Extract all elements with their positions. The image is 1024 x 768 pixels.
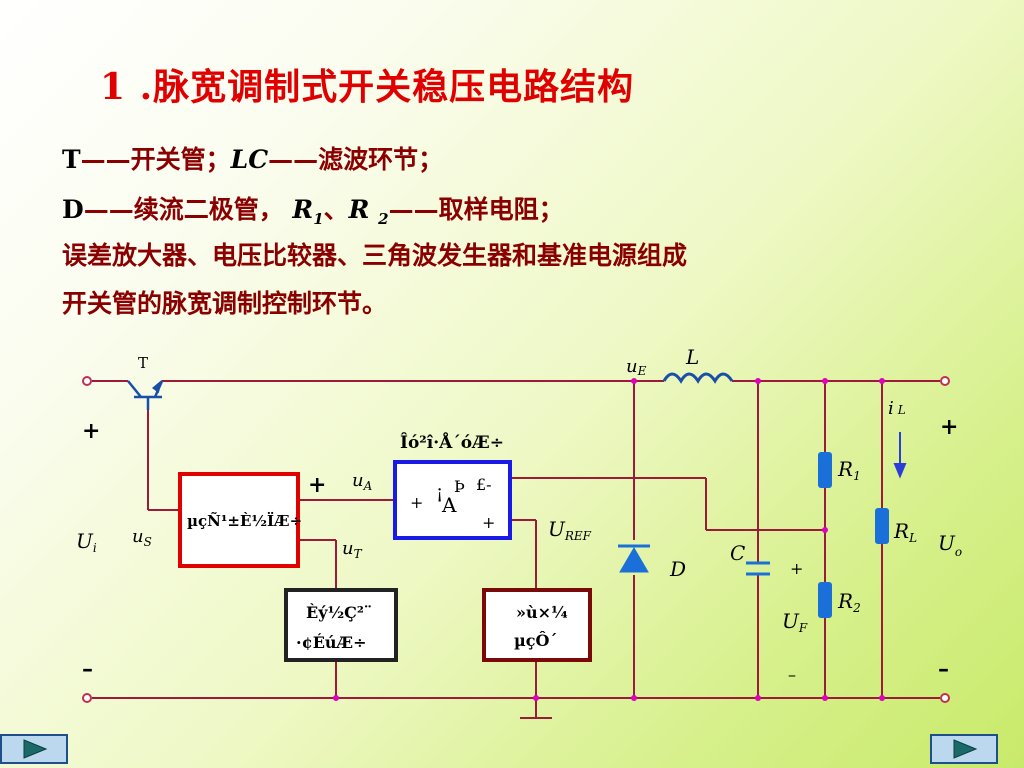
page-title: 1 .脉宽调制式开关稳压电路结构 xyxy=(100,66,635,108)
terminals xyxy=(82,376,950,703)
r-separator: 、 xyxy=(323,195,349,224)
ea-inner-mark-1: ¡ xyxy=(436,482,443,503)
label-minus-left: – xyxy=(82,656,93,682)
resistor-r2-icon xyxy=(818,582,832,618)
terminal-in-top xyxy=(82,376,92,386)
r-description: ——取样电阻； xyxy=(388,195,564,224)
ea-inner-mark-3: A xyxy=(441,493,457,517)
triangle-wave-generator-block xyxy=(284,588,398,662)
transistor-icon xyxy=(127,379,164,410)
junction-dots xyxy=(333,378,885,701)
label-ut: uT xyxy=(342,538,363,561)
desc-line-4: 开关管的脉宽调制控制环节。 xyxy=(62,289,388,318)
ea-plus-output: + xyxy=(482,513,495,532)
error-amplifier-title: Îó²î·Å´óÆ÷ xyxy=(400,431,504,453)
prev-slide-button[interactable] xyxy=(0,734,68,764)
triangle-left-icon xyxy=(23,739,48,759)
lc-description: ——滤波环节； xyxy=(268,145,444,174)
label-rl: RL xyxy=(893,519,917,545)
ea-minus-input: £- xyxy=(476,475,492,494)
triangle-wave-line1: Èý½Ç²¨ xyxy=(306,602,372,622)
triangle-right-icon xyxy=(953,739,978,759)
r2-symbol: R 2 xyxy=(348,195,389,228)
label-ua: uA xyxy=(352,470,373,493)
desc-line-1: T——开关管；LC——滤波环节； xyxy=(62,140,443,176)
label-plus-comparator: + xyxy=(308,472,326,498)
label-t: T xyxy=(138,354,148,372)
next-slide-button[interactable] xyxy=(930,734,998,764)
terminal-out-top xyxy=(940,376,950,386)
label-minus-right: – xyxy=(938,656,949,682)
terminal-in-bottom xyxy=(82,693,92,703)
label-plus-right: + xyxy=(940,414,958,440)
voltage-comparator-block xyxy=(178,472,300,568)
voltage-comparator-label: µçÑ¹±È½ÏÆ÷ xyxy=(187,511,302,530)
d-symbol: D xyxy=(62,195,84,224)
label-ui: Ui xyxy=(76,529,97,555)
circuit-wires xyxy=(92,380,940,719)
diode-icon xyxy=(618,544,650,573)
reference-line2: µçÔ´ xyxy=(514,630,557,650)
label-l: L xyxy=(685,345,699,369)
capacitor-icon xyxy=(746,561,770,576)
label-d: D xyxy=(669,557,686,581)
ea-plus-input: + xyxy=(410,493,423,512)
label-c: C xyxy=(730,541,745,565)
reference-line1: »ù×¼ xyxy=(516,603,568,622)
error-amplifier-block xyxy=(393,460,512,540)
resistor-rl-icon xyxy=(875,508,889,544)
current-arrow-icon xyxy=(893,432,907,479)
label-uo: Uo xyxy=(938,531,962,559)
r1-symbol: R1 xyxy=(292,195,324,228)
desc-line-2: D——续流二极管， R1、R 2——取样电阻； xyxy=(62,190,564,228)
label-plus-cap: + xyxy=(790,559,803,578)
label-r1: R1 xyxy=(837,457,861,483)
label-r2: R2 xyxy=(837,589,861,615)
label-ue: uE xyxy=(626,356,647,378)
label-us: uS xyxy=(132,526,152,549)
inductor-icon xyxy=(662,372,734,384)
terminal-out-bottom xyxy=(940,693,950,703)
d-description: ——续流二极管， xyxy=(83,195,284,224)
label-uref: UREF xyxy=(548,517,592,543)
desc-line-3: 误差放大器、电压比较器、三角波发生器和基准电源组成 xyxy=(62,241,688,270)
resistor-r1-icon xyxy=(818,452,832,488)
t-description: ——开关管； xyxy=(80,145,231,174)
t-symbol: T xyxy=(62,145,81,174)
label-minus-uf: – xyxy=(788,665,796,684)
lc-symbol: LC xyxy=(230,145,269,174)
label-plus-left: + xyxy=(82,418,100,444)
ea-inner-mark-2: Þ xyxy=(454,477,465,496)
label-uf: UF xyxy=(782,609,808,635)
reference-source-block xyxy=(482,588,592,662)
triangle-wave-line2: ·¢ÉúÆ÷ xyxy=(296,632,366,652)
